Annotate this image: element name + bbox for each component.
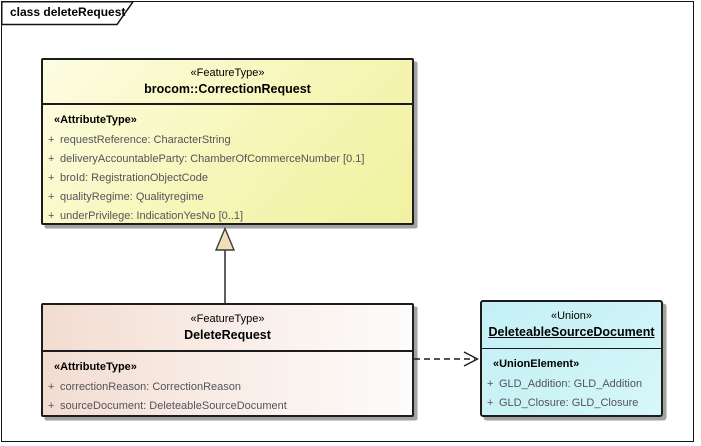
attribute-row: + requestReference: CharacterString [43, 130, 412, 149]
frame-tab-label: class deleteRequest [10, 5, 126, 19]
visibility-public: + [48, 380, 55, 393]
class-name: DeleteRequest [184, 327, 271, 342]
attribute-compartment: «UnionElement» + GLD_Addition: GLD_Addit… [482, 349, 661, 412]
visibility-public: + [48, 152, 55, 165]
attribute-compartment: «AttributeType» + requestReference: Char… [43, 105, 412, 225]
section-label: «UnionElement» [493, 358, 580, 370]
class-delete-request[interactable]: «FeatureType» DeleteRequest «AttributeTy… [41, 303, 414, 417]
attribute-text: GLD_Addition: GLD_Addition [499, 377, 643, 390]
visibility-public: + [48, 209, 55, 222]
class-header: «Union» DeleteableSourceDocument [482, 302, 661, 349]
attribute-text: GLD_Closure: GLD_Closure [499, 396, 639, 409]
class-deleteable-source-document[interactable]: «Union» DeleteableSourceDocument «UnionE… [480, 300, 663, 417]
stereotype-label: «FeatureType» [190, 312, 265, 325]
stereotype-label: «FeatureType» [190, 66, 265, 79]
visibility-public: + [48, 399, 55, 412]
section-label: «AttributeType» [54, 114, 137, 126]
attribute-text: qualityRegime: Qualityregime [60, 190, 204, 203]
frame-tab-shape [1, 1, 135, 26]
attribute-row: + correctionReason: CorrectionReason [43, 377, 412, 396]
attribute-row: + sourceDocument: DeleteableSourceDocume… [43, 396, 412, 415]
attribute-text: requestReference: CharacterString [60, 133, 231, 146]
attribute-row: + qualityRegime: Qualityregime [43, 187, 412, 206]
attribute-row: + GLD_Closure: GLD_Closure [482, 393, 661, 412]
attribute-row: + deliveryAccountableParty: ChamberOfCom… [43, 149, 412, 168]
diagram-frame-tab[interactable]: class deleteRequest [1, 1, 141, 28]
visibility-public: + [48, 190, 55, 203]
visibility-public: + [48, 171, 55, 184]
attribute-compartment: «AttributeType» + correctionReason: Corr… [43, 352, 412, 415]
section-label: «AttributeType» [54, 361, 137, 373]
visibility-public: + [48, 133, 55, 146]
visibility-public: + [487, 377, 494, 390]
stereotype-label: «Union» [551, 310, 592, 322]
attribute-text: broId: RegistrationObjectCode [60, 171, 208, 184]
attribute-text: deliveryAccountableParty: ChamberOfComme… [60, 152, 365, 165]
attribute-row: + underPrivilege: IndicationYesNo [0..1] [43, 206, 412, 225]
class-correction-request[interactable]: «FeatureType» brocom::CorrectionRequest … [41, 58, 414, 225]
attribute-text: correctionReason: CorrectionReason [60, 380, 241, 393]
class-header: «FeatureType» DeleteRequest [43, 305, 412, 352]
attribute-row: + GLD_Addition: GLD_Addition [482, 374, 661, 393]
visibility-public: + [487, 396, 494, 409]
class-name: brocom::CorrectionRequest [144, 81, 311, 96]
class-name: DeleteableSourceDocument [488, 325, 655, 339]
class-header: «FeatureType» brocom::CorrectionRequest [43, 60, 412, 105]
attribute-text: sourceDocument: DeleteableSourceDocument [60, 399, 287, 412]
attribute-row: + broId: RegistrationObjectCode [43, 168, 412, 187]
attribute-text: underPrivilege: IndicationYesNo [0..1] [60, 209, 244, 222]
